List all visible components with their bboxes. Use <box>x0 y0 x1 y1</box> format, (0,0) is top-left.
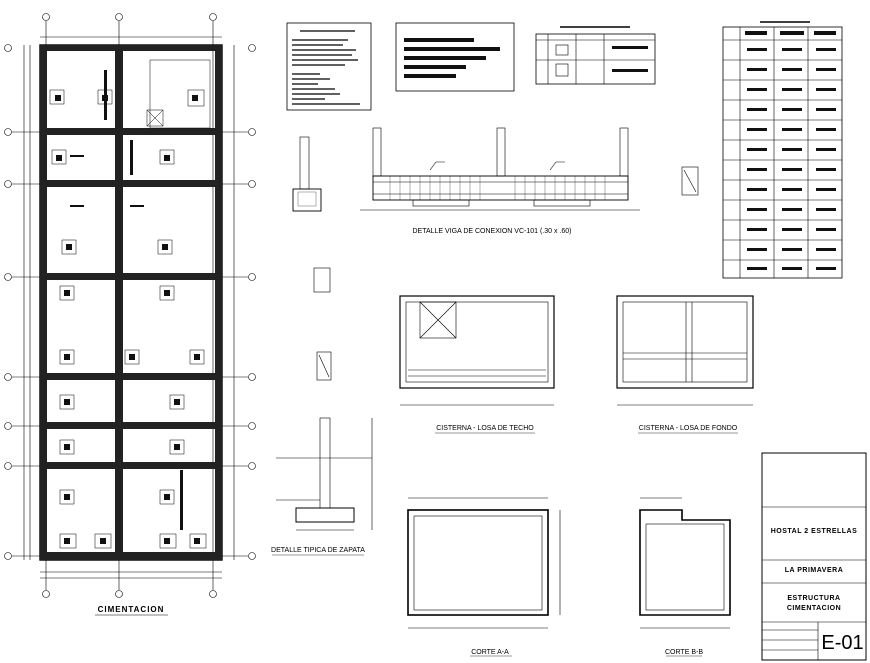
legend-bar <box>612 69 648 72</box>
footing-detail: DETALLE TIPICA DE ZAPATA <box>271 417 373 556</box>
specs-bar <box>404 56 486 60</box>
grid-axis-sides <box>4 44 256 560</box>
specs-bar <box>404 47 500 51</box>
column-sections <box>292 136 332 381</box>
cistern-floor-slab: CISTERNA - LOSA DE FONDO <box>616 295 754 434</box>
title-block <box>761 452 867 661</box>
beam-detail: DETALLE VIGA DE CONEXION VC-101 (.30 x .… <box>360 127 699 235</box>
grid-axis-top <box>40 13 222 598</box>
footing-title: DETALLE TIPICA DE ZAPATA <box>271 547 365 554</box>
title-block-project: HOSTAL 2 ESTRELLAS <box>770 528 858 535</box>
column-legend-table <box>535 26 656 85</box>
section-b: CORTE B-B <box>639 497 731 657</box>
cistern-floor-title: CISTERNA - LOSA DE FONDO <box>639 425 738 432</box>
title-block-location: LA PRIMAVERA <box>784 567 844 574</box>
schedule-table <box>722 21 843 279</box>
columns <box>55 70 200 544</box>
specs-bar <box>404 38 474 42</box>
section-b-title: CORTE B-B <box>665 649 703 656</box>
specs-box <box>395 22 515 92</box>
connection-beams <box>40 45 222 560</box>
foundation-plan: CIMENTACION <box>4 13 256 616</box>
section-a: CORTE A-A <box>407 497 561 657</box>
general-notes-box <box>286 22 372 111</box>
cistern-roof-title: CISTERNA - LOSA DE TECHO <box>436 425 534 432</box>
specs-bar <box>404 65 466 69</box>
beam-detail-title: DETALLE VIGA DE CONEXION VC-101 (.30 x .… <box>413 228 572 235</box>
cistern-roof-slab: CISTERNA - LOSA DE TECHO <box>399 295 555 434</box>
legend-bar <box>612 46 648 49</box>
specs-bar <box>404 74 456 78</box>
sheet-number: E-01 <box>821 632 864 654</box>
section-a-title: CORTE A-A <box>471 649 509 656</box>
plan-title: CIMENTACION <box>98 605 165 614</box>
title-block-content: ESTRUCTURA CIMENTACION <box>786 595 842 612</box>
